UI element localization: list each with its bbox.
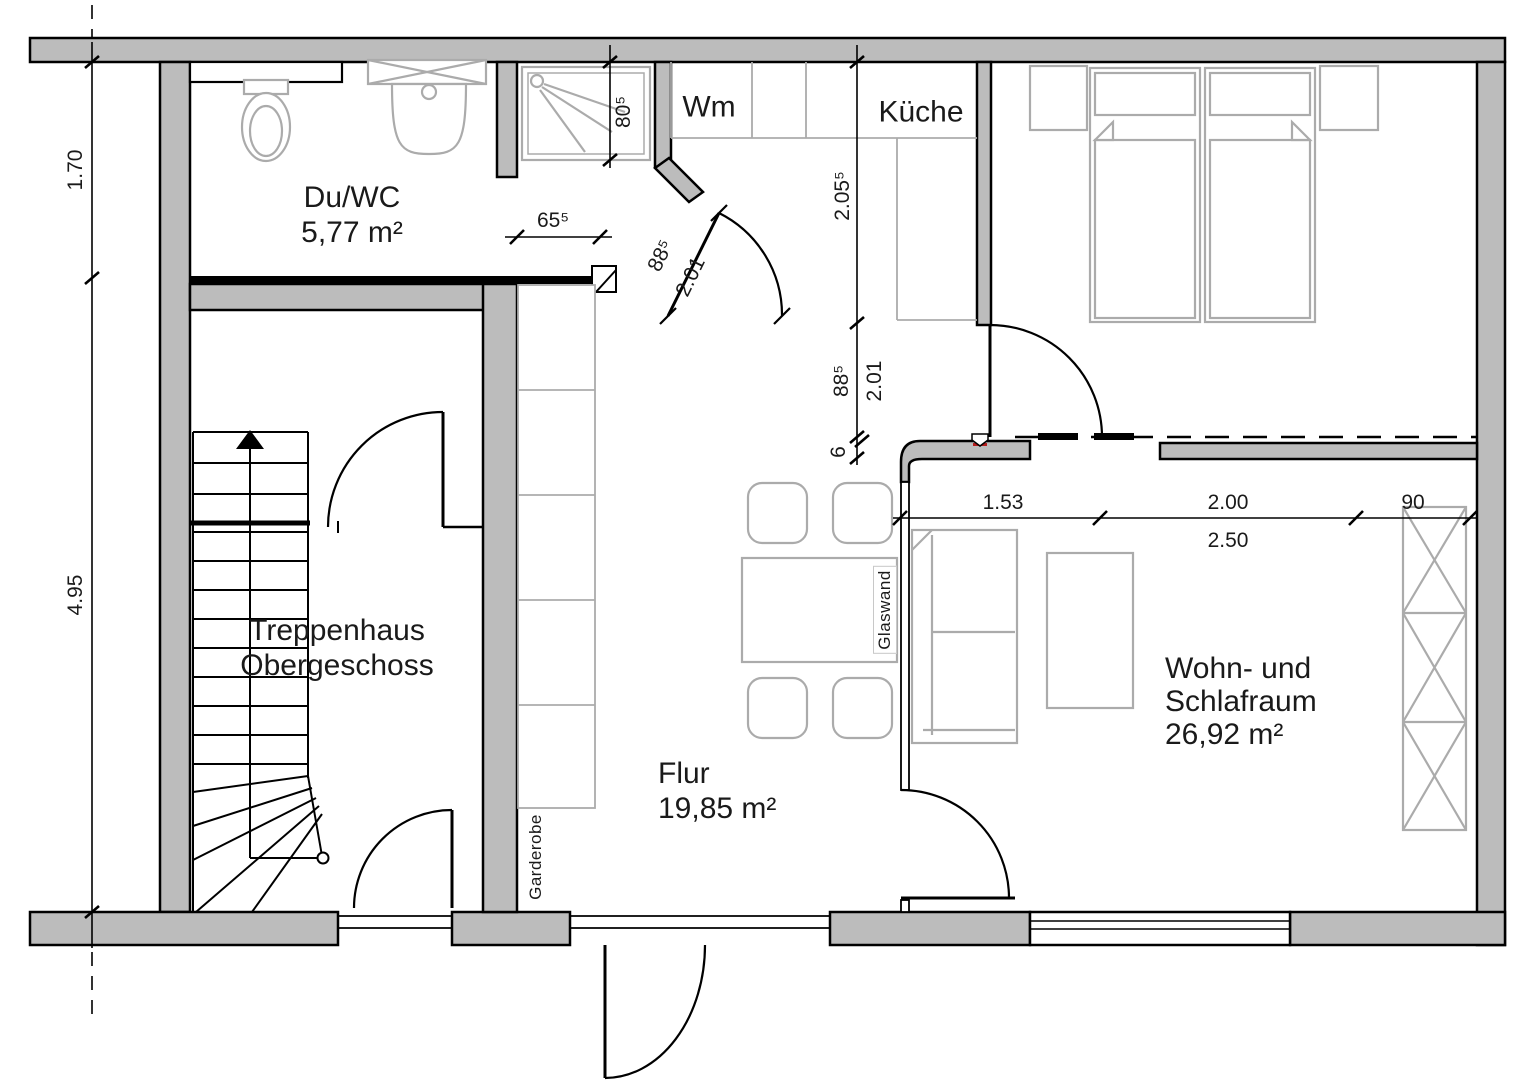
washing-machine-label: Wm [682,90,736,124]
dim-glaswand: 6 [827,446,850,458]
garderobe-closet [517,284,596,809]
dim-left-bottom: 4.95 [64,574,87,616]
dim-wohnraum-2: 2.00 [1207,491,1249,514]
nightstand-left [1028,64,1089,132]
dim-wohnraum-3: 90 [1401,491,1425,514]
entrance-door [603,944,707,1080]
bed-left [1088,66,1202,324]
flur-name: Flur [658,757,710,790]
dining-set [740,481,899,740]
stairroom-upper-door [326,410,483,533]
duwc-name: Du/WC [303,181,401,214]
bathroom-fixtures [188,58,652,163]
dimension-lines [84,5,1478,1015]
wohnschlafraum-area: 26,92 m² [1165,718,1284,751]
dim-schlafraum-door-h: 2.01 [863,360,886,402]
dim-kueche-depth: 2.05⁵ [831,171,854,221]
treppenhaus-line1: Treppenhaus [249,614,425,647]
wardrobe [1401,505,1468,832]
dim-wohnraum-2b: 2.50 [1207,529,1249,552]
glaswand-label: Glaswand [873,566,897,654]
glass-wall [900,481,910,913]
toilet-icon [240,78,292,163]
wohnschlafraum-line1: Wohn- und [1165,652,1312,685]
room-label-treppenhaus: Treppenhaus Obergeschoss [240,613,433,683]
sliding-opening-line [1015,433,1477,440]
schlafraum-door [988,323,1104,438]
sofa [910,528,1019,745]
washbasin-icon [366,58,488,156]
dim-shower: 80⁵ [612,95,635,129]
interior-walls [188,60,1479,914]
wohnraum-glass-door [900,788,1015,900]
window-living-room [1028,910,1292,947]
duwc-door [659,204,791,325]
nightstand-right [1318,64,1380,132]
dim-left-top: 1.70 [64,149,87,191]
staircase [190,430,330,913]
stairroom-lower-door [352,808,454,909]
flur-area: 19,85 m² [658,792,777,825]
room-label-duwc: Du/WC 5,77 m² [301,180,403,250]
bed-right [1203,66,1317,324]
stair-door-threshold [338,915,452,929]
dim-niche: 65⁵ [536,209,570,232]
dim-schlafraum-door-w: 88⁵ [830,364,853,398]
dim-wohnraum-1: 1.53 [982,491,1024,514]
wohnschlafraum-line2: Schlafraum [1165,685,1317,718]
stair-direction-arrow [236,430,264,449]
treppenhaus-line2: Obergeschoss [240,649,434,682]
room-label-kueche: Küche [878,95,964,129]
room-label-flur: Flur 19,85 m² [658,756,776,826]
bedroom-furniture [1028,64,1380,324]
coffee-table [1045,551,1135,710]
shower-icon [520,65,652,162]
duwc-area: 5,77 m² [301,216,403,249]
exterior-walls [28,36,1507,947]
room-label-wohnschlafraum: Wohn- und Schlafraum 26,92 m² [1165,652,1317,751]
wall-marker [971,433,989,447]
entrance-threshold [570,915,830,929]
garderobe-label: Garderobe [526,814,545,900]
kitchen-counter [670,62,977,321]
